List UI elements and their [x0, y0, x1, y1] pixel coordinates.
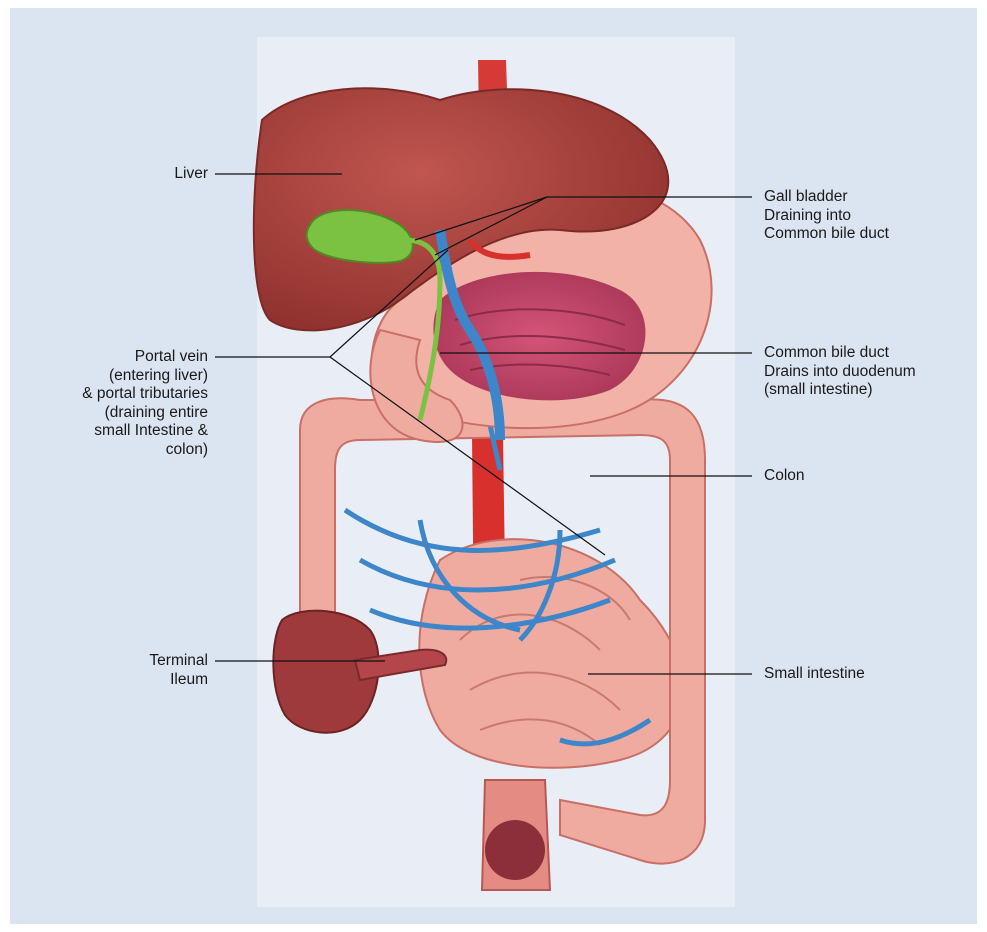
label-terminal-ileum: Terminal Ileum [100, 652, 208, 689]
label-gall-bladder: Gall bladder Draining into Common bile d… [764, 188, 964, 244]
anus [485, 820, 545, 880]
label-common-bile-duct: Common bile duct Drains into duodenum (s… [764, 344, 964, 400]
label-portal-vein: Portal vein (entering liver) & portal tr… [40, 348, 208, 459]
small-intestine [419, 539, 682, 768]
label-colon: Colon [764, 467, 964, 486]
label-small-intestine: Small intestine [764, 665, 964, 684]
label-liver: Liver [120, 165, 208, 184]
